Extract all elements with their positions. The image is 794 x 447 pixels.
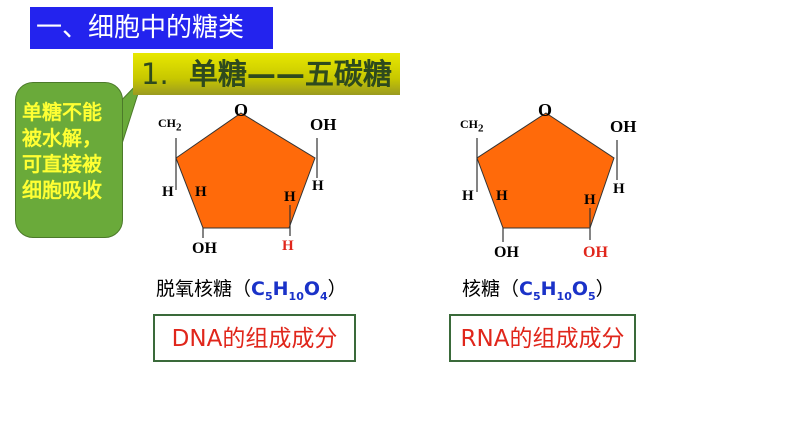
ribose-name: 核糖（C5H10O5）: [462, 274, 615, 303]
h-label: H: [284, 189, 296, 205]
oxygen-label: O: [538, 100, 553, 120]
h-label: H: [162, 184, 174, 200]
h-label: H: [462, 188, 474, 204]
ch2-text: CH: [158, 116, 176, 130]
oh-label: OH: [192, 240, 217, 257]
ch2-label: CH2: [158, 116, 182, 133]
slide-title: 一、细胞中的糖类: [30, 7, 273, 49]
heading-number: 1.: [141, 57, 169, 91]
formula: C5H10O4: [251, 278, 328, 303]
h-label: H: [312, 178, 324, 194]
section-heading: 1. 单糖——五碳糖: [133, 53, 400, 95]
paren: （: [232, 278, 252, 300]
sugar-name: 核糖: [462, 278, 501, 300]
deoxyribose-name: 脱氧核糖（C5H10O4）: [156, 274, 347, 303]
rna-component-box: RNA的组成成分: [449, 314, 636, 362]
h-label: H: [195, 184, 207, 200]
callout-bubble: 单糖不能 被水解， 可直接被 细胞吸收: [15, 82, 123, 238]
dna-component-box: DNA的组成成分: [153, 314, 356, 362]
ribose-pentagon: [476, 112, 615, 229]
formula: C5H10O5: [519, 278, 596, 303]
ch2-label: CH2: [460, 117, 484, 134]
paren: ）: [595, 278, 615, 300]
oh-label: OH: [494, 244, 519, 261]
sugar-name: 脱氧核糖: [156, 278, 233, 300]
callout-line: 单糖不能: [22, 100, 102, 124]
h-label: H: [613, 181, 625, 197]
ch2-subscript: 2: [478, 122, 484, 135]
oxygen-label: O: [234, 100, 249, 120]
h-label: H: [496, 188, 508, 204]
paren: （: [500, 278, 520, 300]
paren: ）: [327, 278, 347, 300]
ch2-subscript: 2: [176, 121, 182, 134]
oh-label-highlight: OH: [583, 244, 608, 261]
h-label-highlight: H: [282, 238, 294, 254]
oh-label: OH: [610, 117, 637, 136]
deoxyribose-pentagon: [175, 112, 316, 229]
heading-text: 单糖——五碳糖: [188, 57, 392, 91]
ch2-text: CH: [460, 117, 478, 131]
callout-line: 被水解，: [22, 126, 102, 150]
h-label: H: [584, 192, 596, 208]
callout-line: 细胞吸收: [22, 178, 102, 202]
oh-label: OH: [310, 115, 337, 134]
callout-line: 可直接被: [22, 152, 102, 176]
